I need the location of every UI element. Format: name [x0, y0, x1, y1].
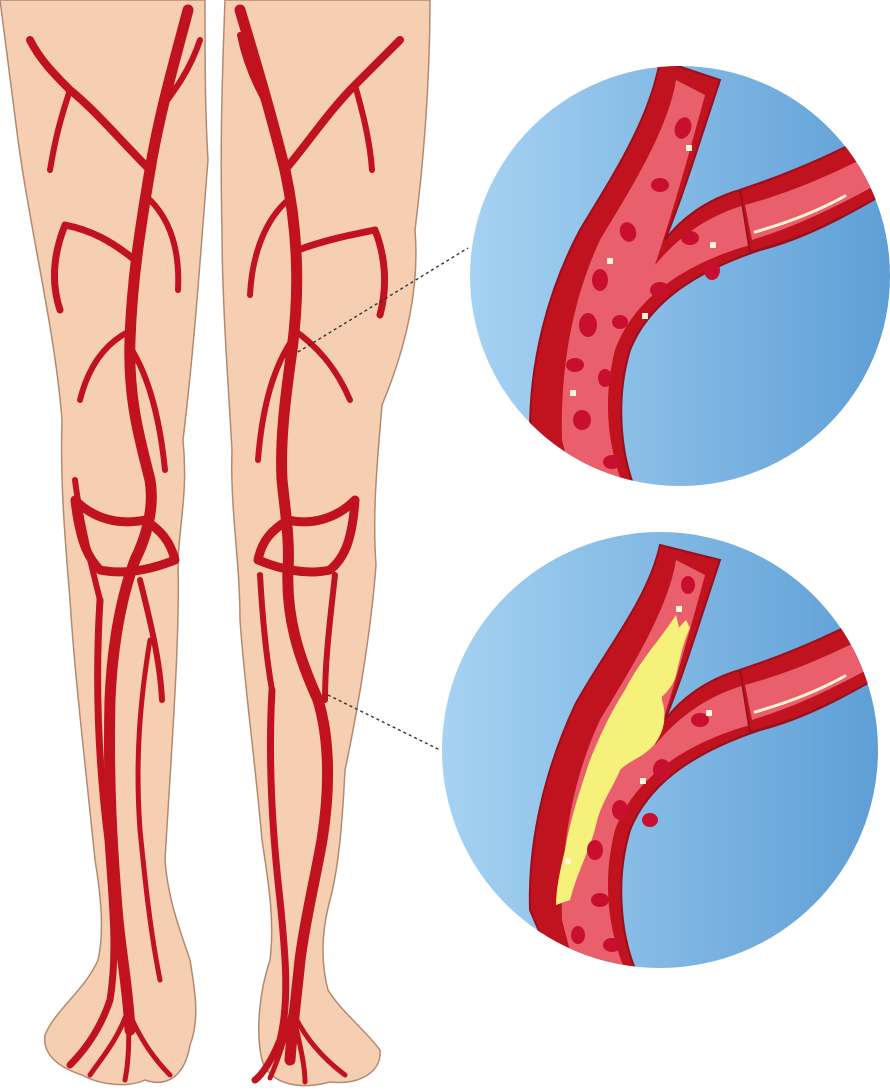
blood-cell	[566, 358, 584, 372]
highlight-dot	[607, 258, 613, 264]
blood-cell	[573, 410, 591, 430]
highlight-dot	[570, 390, 576, 396]
blood-cell	[603, 938, 621, 952]
blood-cell	[681, 231, 699, 245]
highlight-dot	[640, 778, 646, 784]
blood-cell	[571, 926, 585, 944]
inset-healthy-artery	[470, 60, 890, 500]
blood-cell	[612, 800, 628, 820]
blood-cell	[591, 893, 609, 907]
blood-cell	[650, 282, 670, 298]
blood-cell	[681, 576, 695, 594]
blood-cell	[579, 313, 597, 337]
highlight-dot	[642, 313, 648, 319]
highlight-dot	[686, 145, 692, 151]
highlight-dot	[706, 710, 712, 716]
highlight-dot	[710, 242, 716, 248]
blood-cell	[598, 369, 612, 387]
blood-cell	[587, 840, 603, 860]
inset-blocked-artery	[442, 532, 890, 980]
blood-cell	[612, 315, 628, 329]
blood-cell	[592, 269, 608, 291]
highlight-dot	[676, 606, 682, 612]
right-leg	[221, 0, 430, 1086]
blood-cell	[653, 759, 671, 781]
blood-cell	[704, 260, 720, 280]
legs	[0, 0, 430, 1086]
blood-cell	[651, 178, 669, 192]
blood-cell	[642, 813, 658, 827]
left-leg	[0, 0, 208, 1085]
blood-cell	[603, 455, 621, 469]
highlight-dot	[565, 858, 571, 864]
